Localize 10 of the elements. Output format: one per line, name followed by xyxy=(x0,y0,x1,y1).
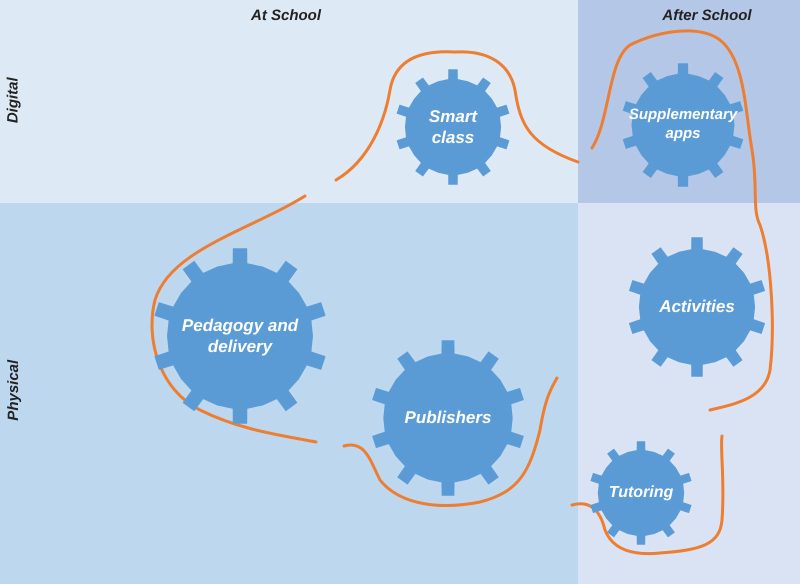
column-header: After School xyxy=(661,6,753,26)
gear-label: Publishers xyxy=(404,407,492,429)
gear-label: Smart class xyxy=(428,106,478,148)
gear-label: Tutoring xyxy=(608,483,674,503)
gear-label: Supplementary apps xyxy=(628,106,738,144)
gear-label: Pedagogy and delivery xyxy=(180,314,300,358)
gear-label: Activities xyxy=(659,296,735,318)
column-header: At School xyxy=(250,6,322,26)
row-header: Digital xyxy=(4,77,23,123)
row-header: Physical xyxy=(4,360,23,420)
